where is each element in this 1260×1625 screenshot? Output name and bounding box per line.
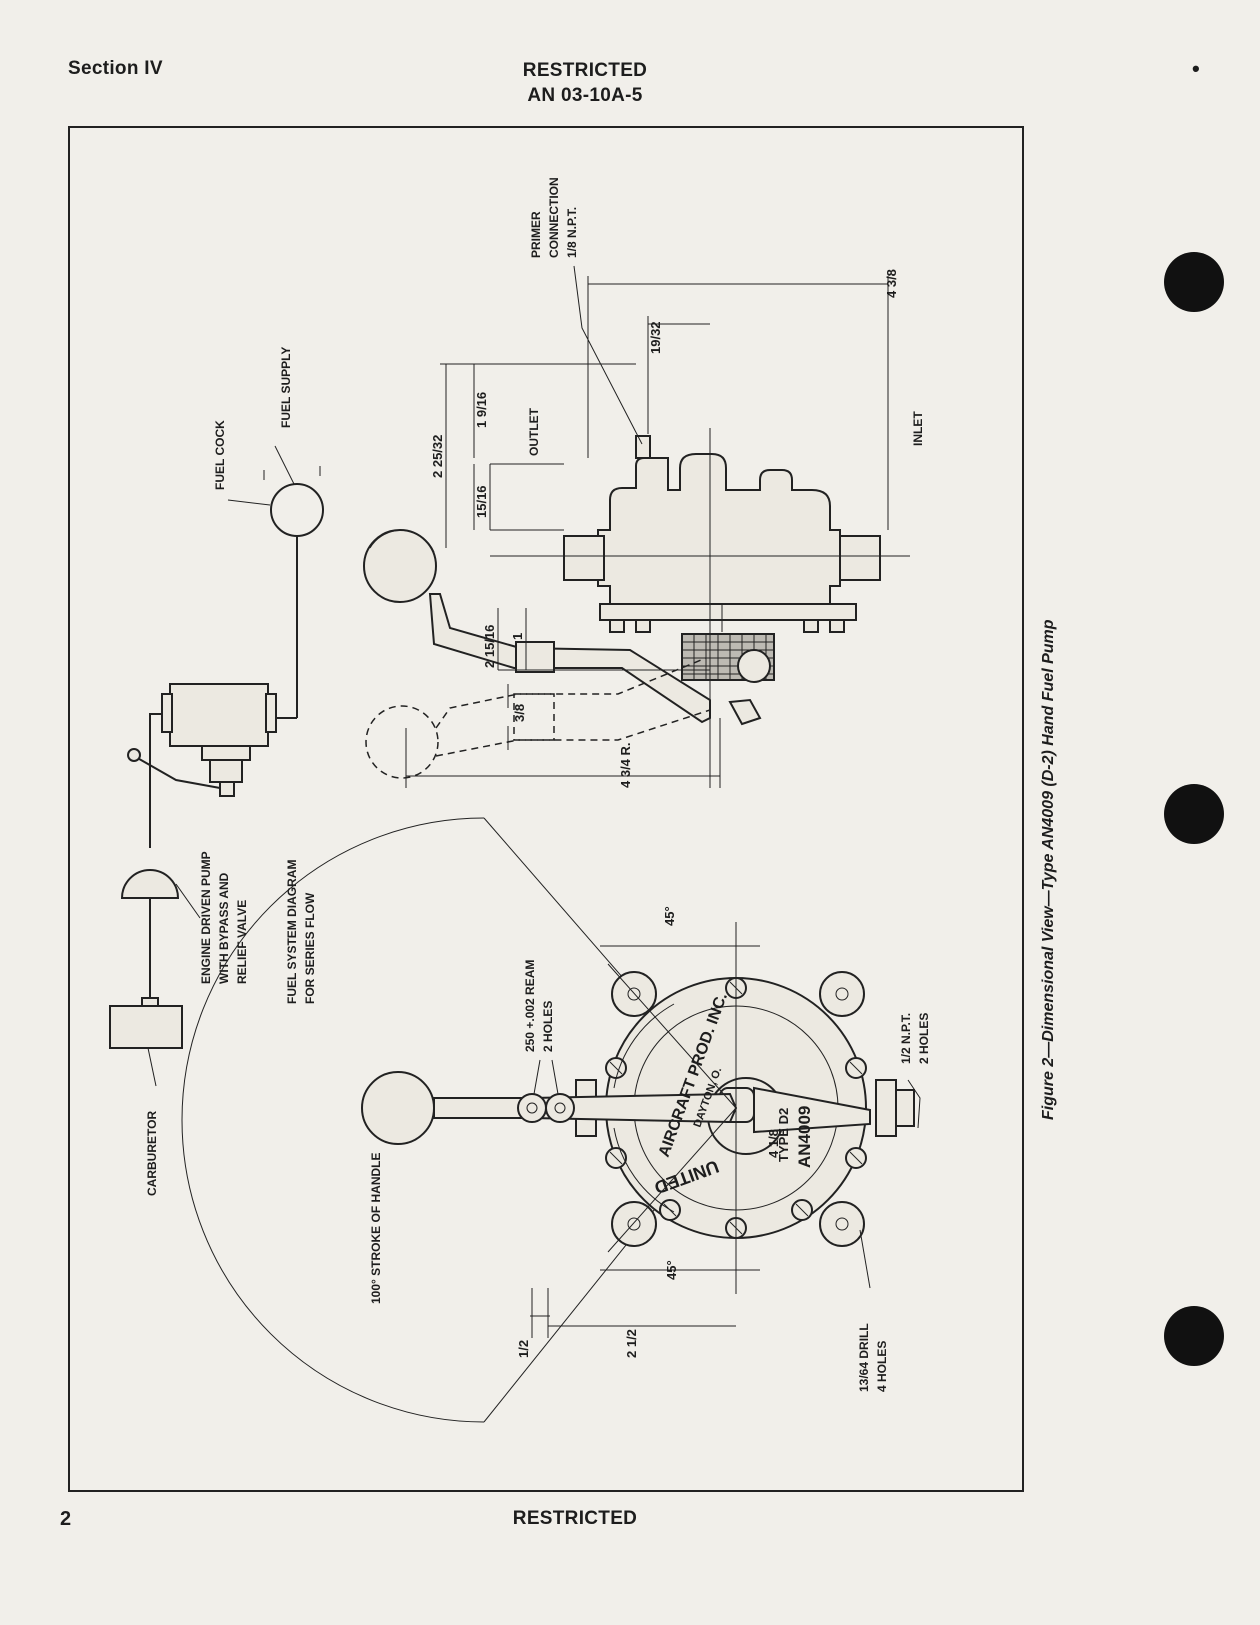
dim-handle-offset: 1 bbox=[510, 633, 525, 640]
fuel-supply-label: FUEL SUPPLY bbox=[279, 347, 293, 428]
fuel-cock-label: FUEL COCK bbox=[213, 420, 227, 490]
drill-label-2: 4 HOLES bbox=[875, 1341, 889, 1392]
dim-handle-pivot: 2 1/2 bbox=[624, 1329, 639, 1358]
primer-label-2: CONNECTION bbox=[547, 177, 561, 258]
handle-knob bbox=[363, 529, 437, 603]
npt-label-2: 2 HOLES bbox=[917, 1013, 931, 1064]
ream-label-1: 250 +.002 REAM bbox=[523, 960, 537, 1052]
classification-top: RESTRICTED bbox=[522, 60, 648, 81]
casting-type: TYPE D2 bbox=[776, 1108, 791, 1162]
binder-hole-top bbox=[1164, 252, 1224, 312]
engine-pump-label-1: ENGINE DRIVEN PUMP bbox=[199, 851, 213, 984]
npt-label-1: 1/2 N.P.T. bbox=[899, 1013, 913, 1064]
pump-body bbox=[597, 453, 841, 605]
engine-pump-label-3: RELIEF VALVE bbox=[235, 900, 249, 984]
dim-bolt-circle: 4 1/8 bbox=[766, 1129, 781, 1158]
inlet-port bbox=[839, 535, 881, 581]
pump-side-view: PRIMER CONNECTION 1/8 N.P.T. OUTLET INLE… bbox=[363, 177, 925, 788]
figure-frame: FUEL SUPPLY FUEL COCK ENGINE DRIVEN PUMP… bbox=[68, 126, 1024, 1492]
dim-overall-length: 4 3/8 bbox=[884, 269, 899, 298]
dim-handle-thickness: 3/8 bbox=[512, 704, 527, 722]
ream-label-2: 2 HOLES bbox=[541, 1001, 555, 1052]
system-title-1: FUEL SYSTEM DIAGRAM bbox=[285, 860, 299, 1004]
margin-mark: • bbox=[1191, 56, 1200, 81]
dim-handle-height: 2 15/16 bbox=[482, 625, 497, 668]
figure-caption: Figure 2—Dimensional View—Type AN4009 (D… bbox=[1040, 619, 1057, 1120]
binder-hole-bottom bbox=[1164, 1306, 1224, 1366]
dim-port-height: 15/16 bbox=[474, 485, 489, 518]
angle-top-label: 45° bbox=[662, 906, 677, 926]
dim-handle-radius: 4 3/4 R. bbox=[618, 742, 633, 788]
dome-symbol bbox=[120, 869, 180, 899]
system-title-2: FOR SERIES FLOW bbox=[303, 892, 317, 1004]
pump-drawing: FUEL SUPPLY FUEL COCK ENGINE DRIVEN PUMP… bbox=[109, 177, 931, 1423]
binder-hole-middle bbox=[1164, 784, 1224, 844]
document-number: AN 03-10A-5 bbox=[527, 85, 643, 106]
pump-front-view: UNITED AIRCRAFT PROD. INC. DAYTON, O. TY… bbox=[181, 817, 931, 1423]
drill-label-1: 13/64 DRILL bbox=[857, 1323, 871, 1392]
primer-label-1: PRIMER bbox=[529, 211, 543, 258]
classification-bottom: RESTRICTED bbox=[512, 1508, 638, 1529]
dim-overall-height: 2 25/32 bbox=[430, 435, 445, 478]
primer-boss bbox=[635, 435, 651, 459]
fuel-cock-symbol bbox=[270, 483, 324, 537]
engine-pump-label-2: WITH BYPASS AND bbox=[217, 872, 231, 984]
angle-bottom-label: 45° bbox=[664, 1260, 679, 1280]
outlet-label: OUTLET bbox=[527, 407, 541, 456]
carburetor-symbol bbox=[109, 1005, 183, 1049]
engine-pump-symbol bbox=[127, 683, 277, 808]
handle-knob-alternate bbox=[365, 705, 439, 779]
inlet-label: INLET bbox=[911, 411, 925, 446]
dim-primer-offset: 19/32 bbox=[648, 321, 663, 354]
dim-upper-height: 1 9/16 bbox=[474, 392, 489, 428]
dim-bearing-offset: 1/2 bbox=[516, 1340, 531, 1358]
carburetor-label: CARBURETOR bbox=[145, 1111, 159, 1196]
fuel-system-diagram: FUEL SUPPLY FUEL COCK ENGINE DRIVEN PUMP… bbox=[109, 347, 324, 1196]
stroke-arc bbox=[181, 817, 485, 1423]
front-handle-knob bbox=[361, 1071, 435, 1145]
stroke-label: 100° STROKE OF HANDLE bbox=[369, 1153, 383, 1305]
page-number: 2 bbox=[60, 1508, 72, 1530]
section-label: Section IV bbox=[68, 58, 163, 79]
primer-label-3: 1/8 N.P.T. bbox=[565, 207, 579, 258]
casting-model: AN4009 bbox=[795, 1106, 814, 1168]
outlet-port bbox=[563, 535, 605, 581]
